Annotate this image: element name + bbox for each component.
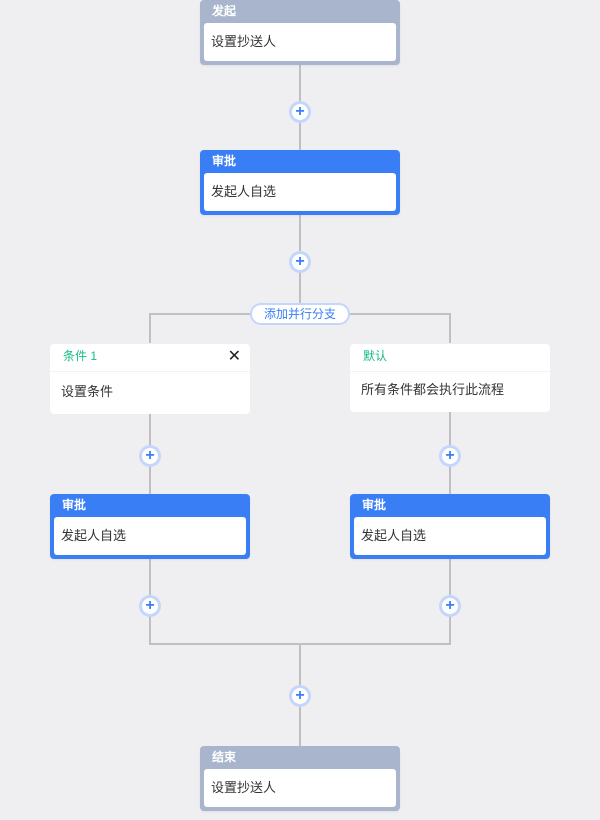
approver-title: 审批	[62, 498, 87, 512]
plus-icon: +	[442, 448, 458, 464]
branch-approver-node-1[interactable]: 审批 发起人自选	[50, 494, 250, 559]
branch-approver-node-2[interactable]: 审批 发起人自选	[350, 494, 550, 559]
end-node-title: 结束	[212, 750, 237, 764]
condition-content: 所有条件都会执行此流程	[361, 382, 505, 397]
approver-content: 发起人自选	[204, 173, 396, 211]
end-node-content: 设置抄送人	[204, 769, 396, 807]
add-node-button[interactable]: +	[439, 445, 461, 467]
plus-icon: +	[292, 688, 308, 704]
close-icon[interactable]: ✕	[227, 348, 241, 365]
condition-title: 条件 1	[63, 349, 98, 363]
plus-icon: +	[292, 254, 308, 270]
add-node-button[interactable]: +	[289, 251, 311, 273]
plus-icon: +	[142, 598, 158, 614]
add-parallel-branch-button[interactable]: 添加并行分支	[250, 303, 350, 325]
start-node[interactable]: 发起 设置抄送人	[200, 0, 400, 65]
add-node-button[interactable]: +	[289, 101, 311, 123]
approver-title: 审批	[212, 154, 237, 168]
end-node[interactable]: 结束 设置抄送人	[200, 746, 400, 811]
condition-title-wrap: 条件 1 ✕	[50, 344, 250, 372]
condition-content: 设置条件	[61, 384, 114, 399]
plus-icon: +	[442, 598, 458, 614]
approver-content: 发起人自选	[354, 517, 546, 555]
plus-icon: +	[292, 104, 308, 120]
condition-node-1[interactable]: 条件 1 ✕ 设置条件	[50, 344, 250, 414]
add-node-button[interactable]: +	[139, 595, 161, 617]
add-node-button[interactable]: +	[289, 685, 311, 707]
plus-icon: +	[142, 448, 158, 464]
add-node-button[interactable]: +	[439, 595, 461, 617]
condition-node-default[interactable]: 默认 所有条件都会执行此流程	[350, 344, 550, 412]
start-node-content: 设置抄送人	[204, 23, 396, 61]
approver-content: 发起人自选	[54, 517, 246, 555]
add-node-button[interactable]: +	[139, 445, 161, 467]
approver-title: 审批	[362, 498, 387, 512]
approver-node[interactable]: 审批 发起人自选	[200, 150, 400, 215]
condition-title-wrap: 默认	[350, 344, 550, 372]
start-node-title: 发起	[212, 4, 237, 18]
condition-title: 默认	[363, 349, 388, 363]
